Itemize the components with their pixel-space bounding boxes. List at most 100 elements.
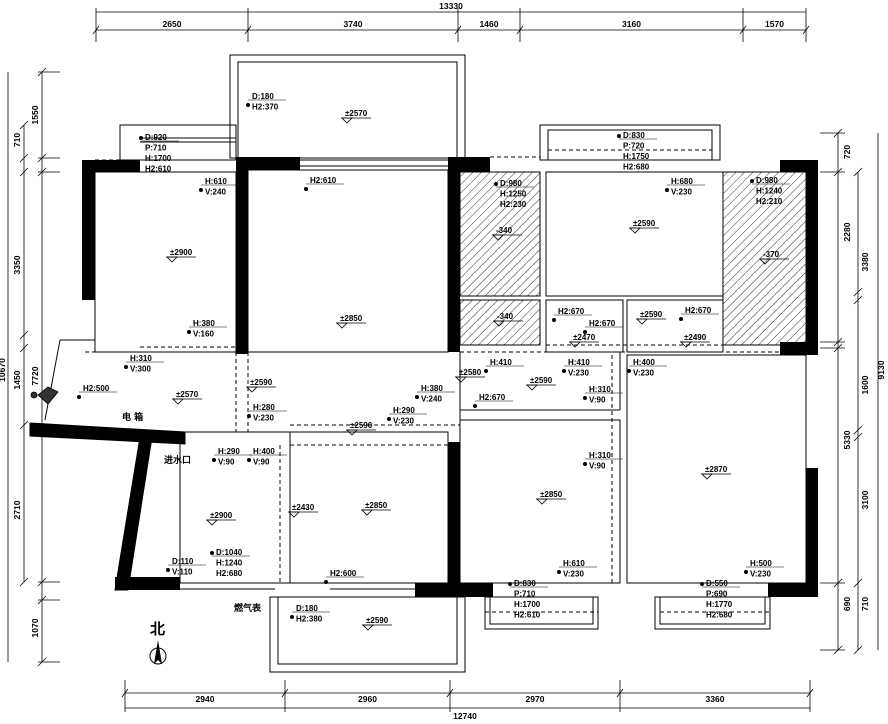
entrance-marker [30, 391, 38, 399]
elevation-label: ±2900 [170, 248, 193, 257]
slanted-wall [114, 436, 153, 591]
dimension-tick [19, 420, 29, 430]
wall [236, 157, 248, 354]
elevation-marker: ±2570 [172, 390, 202, 405]
annotation-line: H2:610 [310, 176, 337, 185]
annotation-line: H:680 [671, 177, 693, 186]
annotation-line: H2:680 [216, 569, 243, 578]
dimension-tick [244, 25, 252, 35]
dimension-tick [19, 120, 29, 130]
entrance-arrow-icon [37, 386, 59, 405]
corridor-room [545, 299, 624, 353]
dimension-tick [853, 578, 863, 588]
point-marker-icon [583, 396, 587, 400]
elevation-triangle-icon [526, 384, 538, 391]
annotation-line: H2:230 [500, 200, 527, 209]
wall [448, 157, 460, 352]
elevation-marker: ±2470 [569, 333, 599, 348]
point-marker-icon [246, 103, 250, 107]
annotation-line: H2:610 [514, 611, 541, 620]
dimension-tick [37, 167, 47, 177]
wall-line [44, 339, 61, 421]
corridor-room-2 [626, 299, 724, 353]
point-marker-icon [552, 318, 556, 322]
elevation-label: ±2590 [633, 219, 656, 228]
annotation-line: H:290 [218, 447, 240, 456]
dimension-label: 12740 [453, 711, 477, 721]
annotation-line: H2:610 [145, 165, 172, 174]
annotation-line: D:110 [172, 557, 194, 566]
dimension-label: 2280 [842, 222, 852, 241]
bottom-balcony-inner [277, 596, 458, 665]
dimension-tick [853, 425, 863, 435]
dimension-tick [833, 337, 843, 347]
elevation-label: ±2850 [540, 490, 563, 499]
elevation-label: ±2490 [684, 333, 707, 342]
wall [448, 442, 460, 597]
wall [806, 468, 818, 597]
annotation-line: H2:370 [252, 103, 279, 112]
annotation-line: H:1240 [216, 559, 243, 568]
annotation-line: H:1700 [514, 600, 541, 609]
annotation-line: H:310 [130, 354, 152, 363]
elevation-triangle-icon [288, 511, 300, 518]
elevation-marker: ±2490 [680, 333, 710, 348]
elevation-triangle-icon [341, 117, 353, 124]
annotation-line: H:1250 [500, 190, 527, 199]
dimension-label: 3740 [344, 19, 363, 29]
elevation-triangle-icon [455, 376, 467, 383]
annotation-line: H:1750 [623, 152, 650, 161]
elevation-triangle-icon [492, 234, 504, 241]
elevation-marker: ±2590 [246, 378, 276, 393]
annotation-line: H:1770 [706, 600, 733, 609]
annotation-line: V:230 [671, 188, 692, 197]
annotation-line: V:110 [172, 568, 193, 577]
elevation-label: ±2580 [459, 368, 482, 377]
point-marker-icon [415, 395, 419, 399]
kitchen [545, 171, 724, 297]
top-balcony-inner [237, 61, 458, 159]
dimension-label: 710 [12, 133, 22, 147]
elevation-label: ±2850 [365, 501, 388, 510]
dimension-label: 720 [842, 145, 852, 159]
dimension-tick [802, 25, 810, 35]
dimension-tick [121, 688, 129, 698]
bedroom-balcony-1-inner [489, 596, 594, 625]
elevation-label: ±2570 [345, 109, 368, 118]
annotation-line: H:280 [253, 403, 275, 412]
annotation-line: H:380 [193, 319, 215, 328]
annotation-line: D:920 [145, 133, 167, 142]
dimension-tick [833, 645, 843, 655]
annotation: H2:500 [77, 384, 117, 399]
hatched-area [459, 299, 541, 346]
point-marker-icon [77, 395, 81, 399]
annotation-line: V:90 [589, 462, 606, 471]
electric-box-label: 电 箱 [122, 411, 143, 423]
point-marker-icon [665, 188, 669, 192]
dimension-label: 2710 [12, 500, 22, 519]
dimension-label: 3160 [622, 19, 641, 29]
annotation-line: V:230 [393, 417, 414, 426]
annotation-line: D:980 [756, 176, 778, 185]
annotation-line: D:180 [296, 604, 318, 613]
wall [82, 160, 95, 300]
wall [780, 342, 818, 355]
annotation-line: H:310 [589, 385, 611, 394]
dimension-tick [833, 128, 843, 138]
elevation-marker: -340 [492, 226, 522, 241]
elevation-triangle-icon [246, 386, 258, 393]
annotation-line: V:300 [130, 365, 151, 374]
dimension-tick [19, 577, 29, 587]
elevation-label: ±2430 [292, 503, 315, 512]
